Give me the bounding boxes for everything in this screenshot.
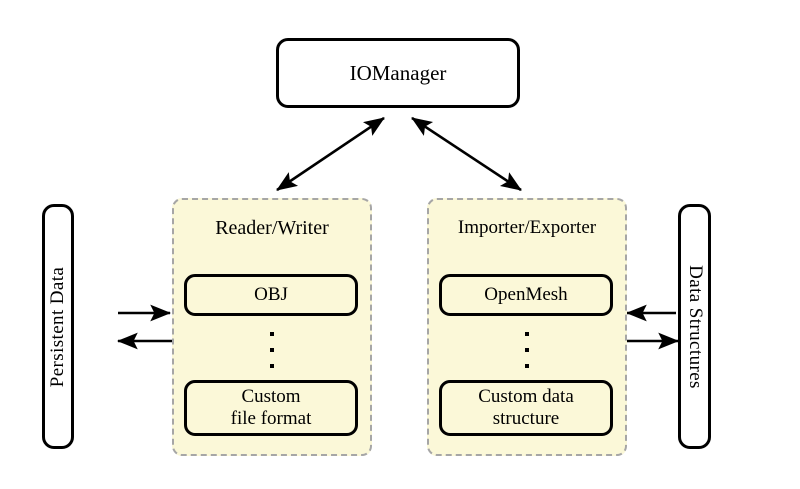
iomanager-label: IOManager <box>349 60 447 85</box>
item-custom-data-structure: Custom data structure <box>439 380 613 436</box>
group-reader-writer: Reader/Writer OBJ Custom file format <box>172 198 372 456</box>
group-reader-writer-title: Reader/Writer <box>215 217 329 239</box>
persistent-data-label: Persistent Data <box>47 266 68 387</box>
dot-icon <box>525 364 529 368</box>
item-obj: OBJ <box>184 274 358 316</box>
dot-icon <box>270 332 274 336</box>
data-structures-label: Data Structures <box>684 264 706 389</box>
group-importer-exporter: Importer/Exporter OpenMesh Custom data s… <box>427 198 627 456</box>
ellipsis-importer-exporter <box>429 328 625 372</box>
dot-icon <box>270 364 274 368</box>
arrow-iomanager-importer-exporter <box>411 116 522 192</box>
data-structures-box: Data Structures <box>678 204 711 449</box>
item-custom-file-format: Custom file format <box>184 380 358 436</box>
ellipsis-reader-writer <box>174 328 370 372</box>
dot-icon <box>525 348 529 352</box>
arrow-iomanager-reader-writer <box>276 116 385 192</box>
persistent-data-box: Persistent Data <box>42 204 74 449</box>
dot-icon <box>270 348 274 352</box>
item-openmesh: OpenMesh <box>439 274 613 316</box>
dot-icon <box>525 332 529 336</box>
iomanager-box: IOManager <box>276 38 520 108</box>
group-importer-exporter-title: Importer/Exporter <box>457 217 597 238</box>
